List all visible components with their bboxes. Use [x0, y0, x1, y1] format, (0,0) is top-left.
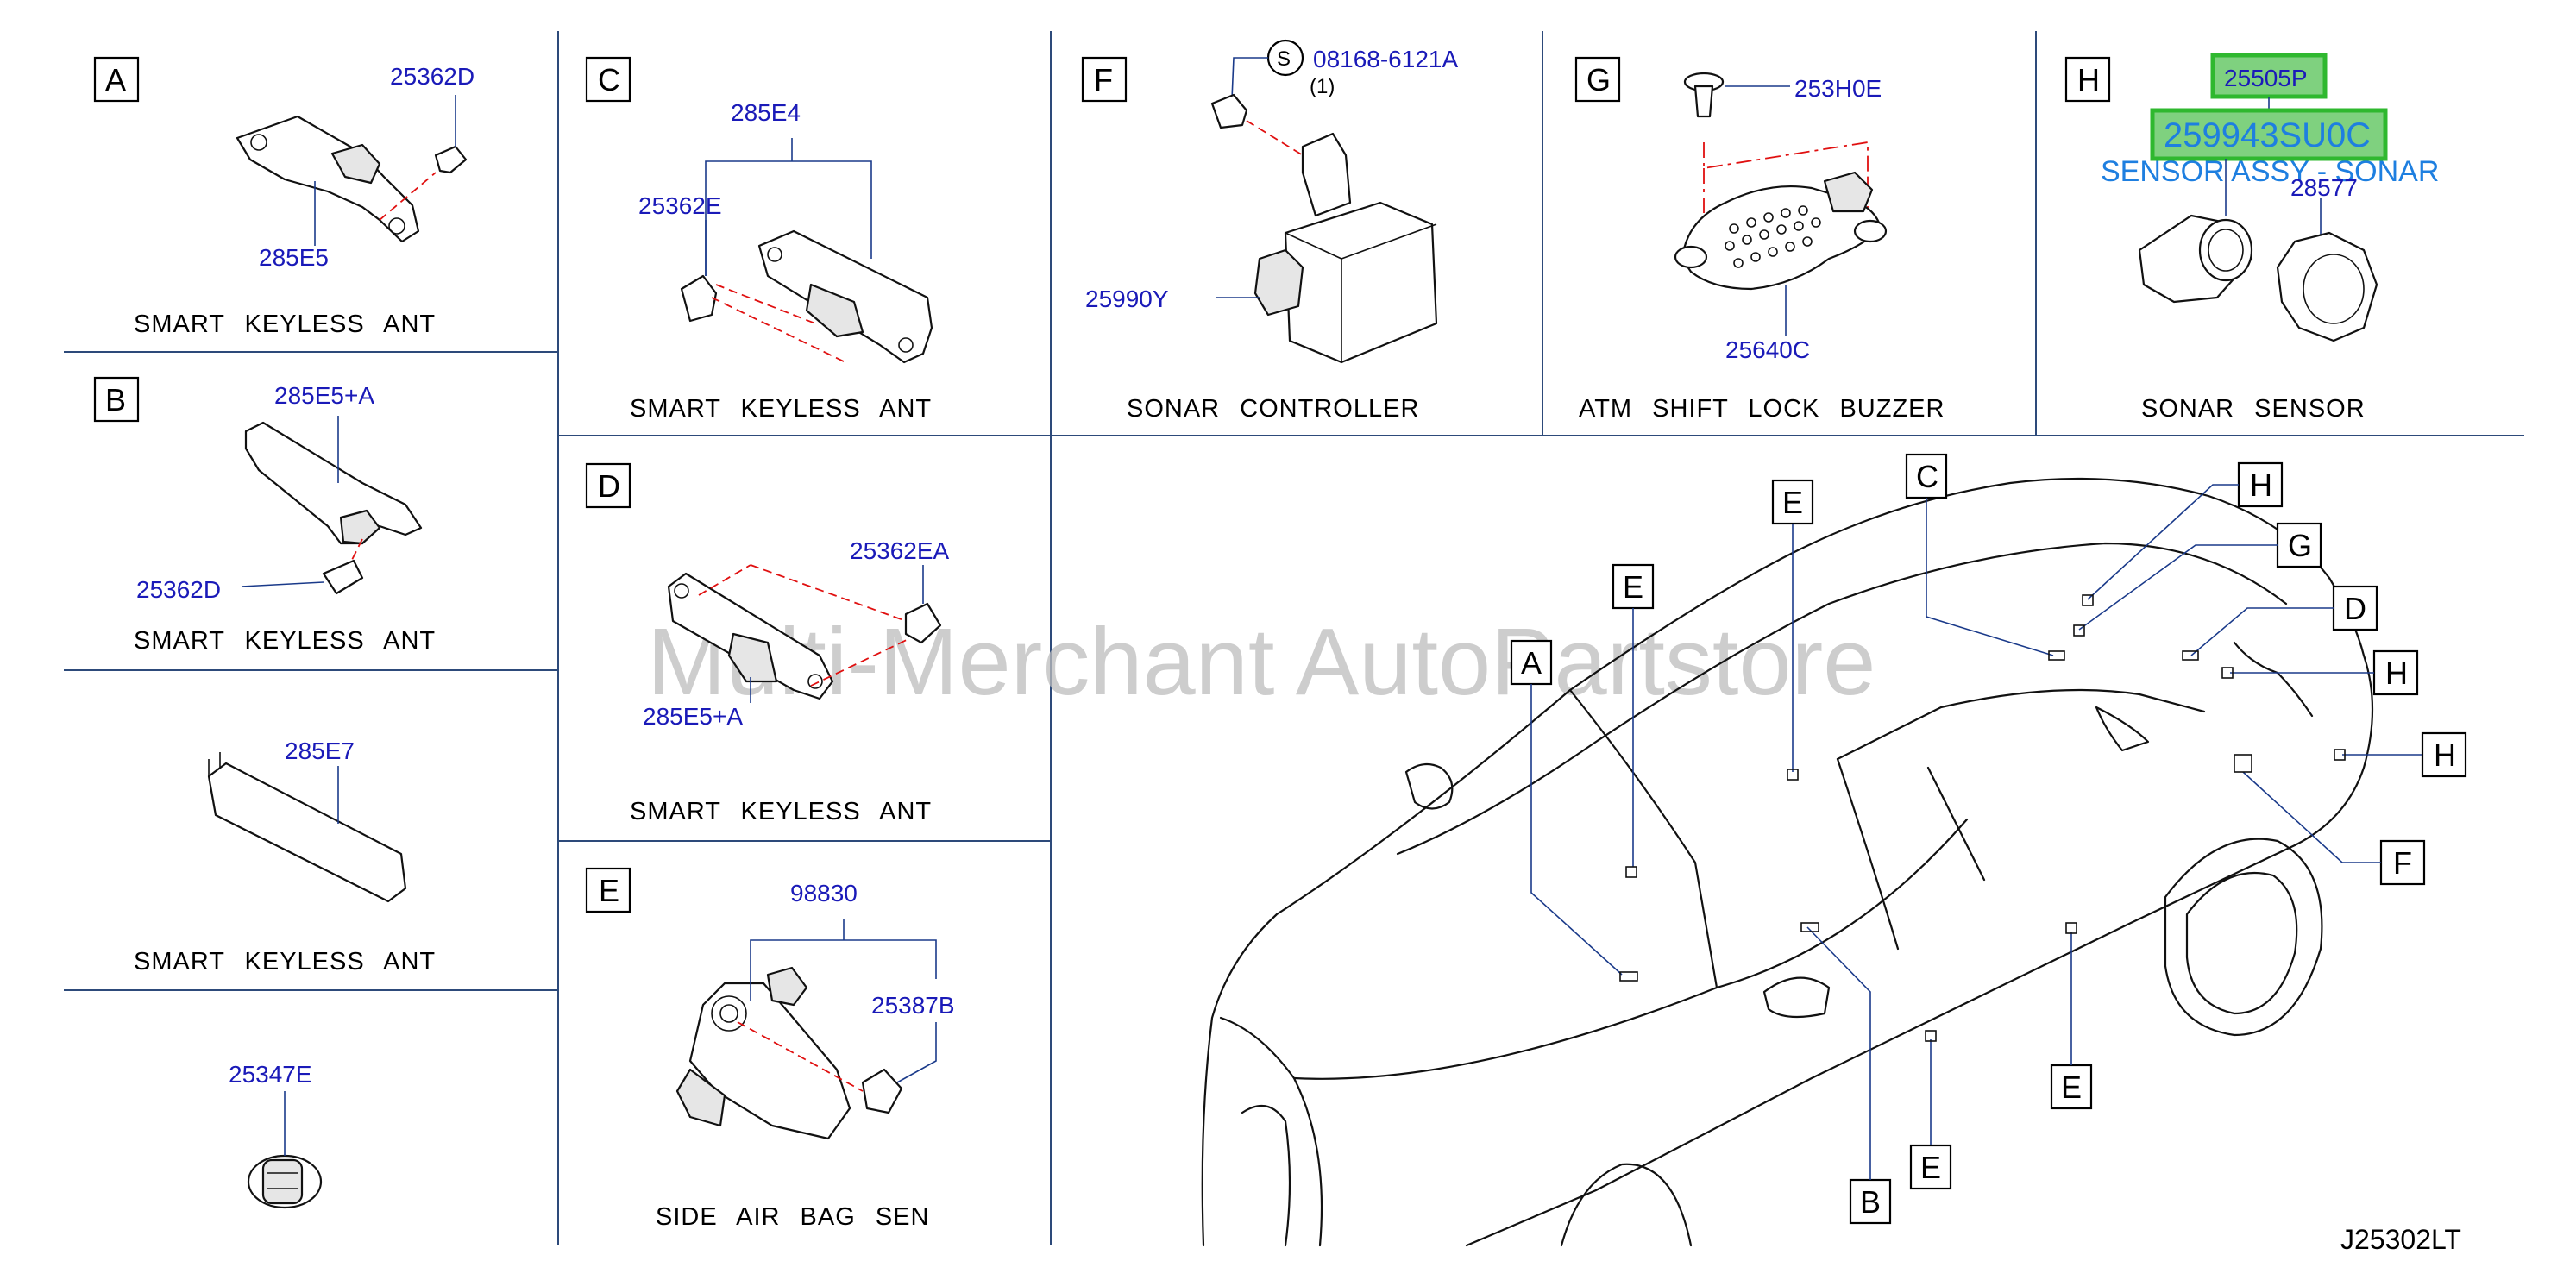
panel-b2: 285E7 SMART KEYLESS ANT [134, 737, 436, 976]
svg-text:H: H [2250, 467, 2272, 503]
panel-h-letter: H [2077, 62, 2100, 97]
panel-b-letter-box [93, 376, 140, 423]
panel-b3: 25347E [229, 1061, 323, 1209]
part-label-285e5a-d: 285E5+A [643, 703, 743, 730]
panel-b2-caption: SMART KEYLESS ANT [134, 948, 436, 976]
sensor-holder [2276, 231, 2378, 342]
bolt-quantity: (1) [1310, 75, 1335, 98]
part-label-25362d-b: 25362D [136, 576, 221, 603]
part-label-25347e: 25347E [229, 1061, 312, 1088]
watermark-text: Multi-Merchant AutoPartstore [647, 609, 1875, 715]
diagram-id: J25302LT [2340, 1224, 2461, 1255]
antenna-bracket-a [236, 115, 420, 243]
svg-text:H: H [2385, 656, 2408, 691]
nut-25387b [861, 1068, 903, 1114]
part-label-25640c: 25640C [1725, 336, 1810, 363]
part-label-253h0e: 253H0E [1794, 75, 1882, 102]
panel-b: B 285E5+A 25362D SMART KEYLESS ANT [93, 376, 436, 655]
panel-c: C 25362E 285E4 SMART KEYLESS ANT [585, 56, 933, 423]
svg-text:H: H [2434, 737, 2456, 773]
svg-text:A: A [1521, 645, 1542, 681]
panel-a: A 25362D 285E5 SMART KEYLESS ANT [93, 56, 474, 338]
part-label-08168-6121a: 08168-6121A [1313, 46, 1458, 72]
svg-text:E: E [1623, 569, 1643, 605]
part-label-25362ea: 25362EA [850, 537, 950, 564]
svg-text:B: B [1860, 1184, 1881, 1220]
bolt-08168 [1210, 93, 1248, 129]
part-label-25387b: 25387B [871, 992, 955, 1019]
highlight-box-259943su0c [2150, 108, 2388, 161]
panel-d-letter: D [598, 468, 620, 504]
panel-f-letter-box [1081, 56, 1128, 103]
part-label-98830: 98830 [790, 880, 858, 907]
part-label-25362e: 25362E [638, 192, 722, 219]
part-label-285e5a-b: 285E5+A [274, 382, 374, 409]
part-label-285e7: 285E7 [285, 737, 355, 764]
svg-text:C: C [1916, 459, 1938, 494]
panel-f-letter: F [1094, 62, 1113, 97]
sonar-controller-body [1284, 201, 1438, 364]
svg-text:D: D [2344, 591, 2366, 626]
panel-c-letter-box [585, 56, 631, 103]
antenna-bracket-d [667, 572, 834, 700]
panel-c-caption: SMART KEYLESS ANT [630, 395, 932, 423]
part-description: SENSOR ASSY - SONAR [2101, 155, 2439, 188]
antenna-bracket-c [757, 229, 933, 364]
panel-g-caption: ATM SHIFT LOCK BUZZER [1579, 395, 1945, 423]
panel-g-letter-box [1574, 56, 1621, 103]
clip-25362ea [904, 602, 942, 644]
panel-e: E 98830 25387B SIDE AIR BAG SEN [585, 867, 955, 1231]
panel-g: G 253H0E 25640C ATM SHIFT LOCK BUZZER [1574, 56, 1945, 423]
vehicle-illustration [1201, 477, 2374, 1247]
callout-b [1849, 1178, 1892, 1225]
callout-g [2276, 522, 2322, 568]
panel-b-letter: B [105, 382, 126, 417]
panel-h-caption: SONAR SENSOR [2141, 395, 2366, 423]
panel-f: F S 08168-6121A (1) 25990Y SONAR CONTROL… [1081, 39, 1458, 423]
clip-25362e [680, 274, 718, 323]
clip-screw-a [434, 145, 468, 174]
panel-grid [64, 31, 2524, 1245]
antenna-bracket-b [244, 421, 423, 545]
svg-text:E: E [2061, 1070, 2082, 1105]
panel-e-letter: E [599, 873, 619, 908]
buzzer-grille [1725, 205, 1821, 268]
panel-a-caption: SMART KEYLESS ANT [134, 311, 436, 338]
callout-e-3 [1909, 1144, 1952, 1190]
part-label-25990y: 25990Y [1085, 285, 1169, 312]
part-label-259943su0c: 259943SU0C [2164, 116, 2371, 154]
controller-bracket [1301, 132, 1352, 217]
panel-g-letter: G [1586, 62, 1611, 97]
vehicle-callouts: E E C H G D H H [1510, 453, 2467, 1225]
part-label-285e4: 285E4 [731, 99, 801, 126]
part-label-28577: 28577 [2290, 174, 2358, 201]
panel-b-caption: SMART KEYLESS ANT [134, 627, 436, 655]
svg-text:E: E [1782, 485, 1803, 520]
part-label-25505p: 25505P [2224, 65, 2308, 91]
panel-h-letter-box [2064, 56, 2111, 103]
panel-e-caption: SIDE AIR BAG SEN [656, 1203, 929, 1231]
callout-a [1510, 639, 1553, 686]
standard-part-s: S [1277, 47, 1291, 71]
panel-a-letter: A [105, 62, 126, 97]
svg-text:E: E [1920, 1150, 1941, 1185]
callout-f [2379, 839, 2426, 886]
panel-e-letter-box [585, 867, 631, 913]
panel-d-caption: SMART KEYLESS ANT [630, 798, 932, 825]
part-label-285e5: 285E5 [259, 244, 329, 271]
panel-c-letter: C [598, 62, 620, 97]
svg-text:G: G [2288, 528, 2312, 563]
part-label-25362d-a: 25362D [390, 63, 474, 90]
panel-f-caption: SONAR CONTROLLER [1127, 395, 1419, 423]
antenna-rod [207, 762, 407, 903]
panel-d: D 25362EA 285E5+A SMART KEYLESS ANT [585, 462, 950, 825]
clip-screw-b [322, 559, 364, 595]
svg-text:F: F [2393, 845, 2412, 881]
panel-d-letter-box [585, 462, 631, 509]
panel-h: H 25505P 259943SU0C SENSOR ASSY - SONAR … [2064, 53, 2439, 423]
panel-a-letter-box [93, 56, 140, 103]
